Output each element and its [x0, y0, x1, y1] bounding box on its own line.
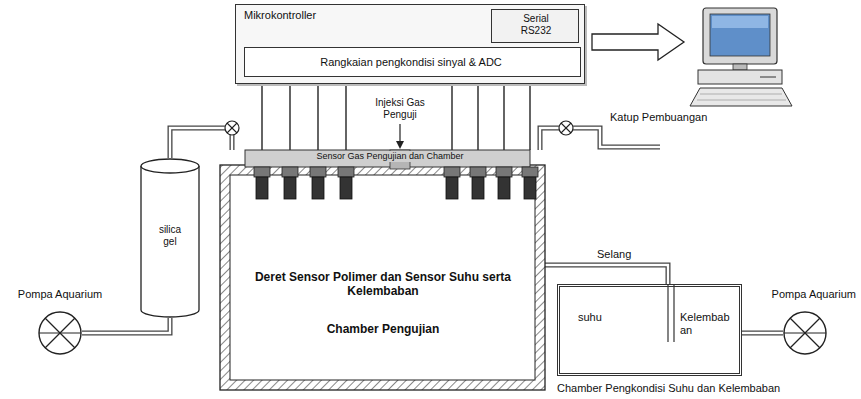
- signal-arrow: [289, 77, 290, 150]
- signal-arrow: [261, 77, 262, 150]
- computer-icon: [690, 8, 792, 106]
- signal-arrow: [451, 77, 452, 150]
- box-title: Mikrokontroller: [244, 9, 316, 22]
- signal-arrow: [503, 77, 504, 150]
- data-arrow: [592, 24, 684, 60]
- pipe-connector: [545, 265, 668, 284]
- chamber-text: Deret Sensor Polimer dan Sensor Suhu ser…: [248, 270, 518, 299]
- chamber-caption: Chamber Pengkondisi Suhu dan Kelembaban: [557, 382, 780, 395]
- pump-symbol: [38, 311, 82, 355]
- valve-symbol: [225, 121, 239, 135]
- signal-arrow: [477, 77, 478, 150]
- signal-arrow: [317, 77, 318, 150]
- test-chamber: Deret Sensor Polimer dan Sensor Suhu ser…: [220, 150, 545, 390]
- signal-arrow: [529, 77, 530, 150]
- pipe-connector: [170, 128, 232, 158]
- valve-symbol: [559, 121, 573, 135]
- compartment-label: suhu: [578, 311, 602, 324]
- edge-label: Selang: [595, 248, 633, 261]
- silica-gel-column: silica gel: [140, 158, 200, 318]
- compartment-label: Kelembaban: [680, 311, 730, 337]
- pipe-inner: [170, 128, 232, 158]
- inlet-pipe: [560, 287, 745, 379]
- aquarium-pump: Pompa Aquarium: [15, 288, 105, 358]
- pipe-connector: [82, 318, 170, 333]
- pipe-connector: [742, 331, 783, 336]
- callout-label: Injeksi Gas Penguji: [372, 97, 428, 121]
- conditioning-chamber: suhuKelembabanChamber Pengkondisi Suhu d…: [557, 284, 742, 376]
- box-label: Rangkaian pengkondisi sinyal & ADC: [245, 56, 577, 69]
- injection-arrowhead: [396, 141, 404, 149]
- exhaust-pipe: [540, 128, 560, 150]
- box-label: Serial RS232: [510, 13, 562, 37]
- adc-box: Rangkaian pengkondisi sinyal & ADC: [244, 47, 581, 77]
- pipe-inner: [82, 318, 170, 333]
- exhaust-pipe: [568, 128, 660, 147]
- column-label: silica gel: [152, 224, 188, 248]
- exhaust-pipe-inner: [568, 128, 660, 147]
- valve-label: Katup Pembuangan: [610, 111, 707, 124]
- chamber-title: Chamber Pengujian: [248, 322, 518, 336]
- pipe-inner: [742, 332, 783, 334]
- part-label: Sensor Gas Pengujian dan Chamber: [290, 151, 490, 162]
- pump-label: Pompa Aquarium: [764, 288, 856, 301]
- aquarium-pump: Pompa Aquarium: [768, 288, 856, 358]
- signal-arrow: [345, 77, 346, 150]
- serial-port-box: Serial RS232: [491, 9, 579, 43]
- pump-label: Pompa Aquarium: [3, 288, 117, 301]
- pump-symbol: [783, 311, 827, 355]
- controller-box: Mikrokontroller Serial RS232Rangkaian pen…: [235, 4, 585, 84]
- pipe-inner: [545, 265, 668, 284]
- exhaust-pipe-inner: [540, 128, 560, 150]
